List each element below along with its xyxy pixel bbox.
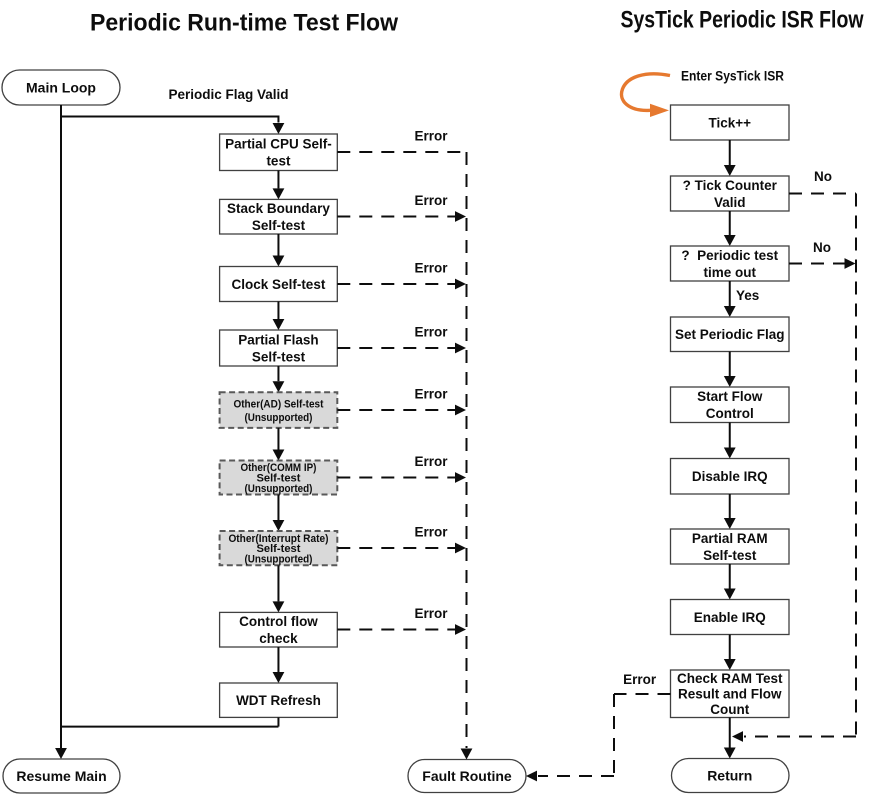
svg-text:Error: Error: [623, 672, 657, 687]
svg-text:No: No: [814, 169, 832, 184]
svg-text:Main Loop: Main Loop: [26, 80, 96, 96]
svg-text:test: test: [266, 154, 291, 169]
svg-text:Control flow: Control flow: [239, 614, 318, 629]
svg-text:Error: Error: [414, 193, 448, 208]
svg-text:? Periodic test: ? Periodic test: [681, 248, 778, 263]
svg-text:Error: Error: [414, 387, 448, 402]
svg-text:SysTick Periodic ISR Flow: SysTick Periodic ISR Flow: [621, 7, 864, 34]
svg-text:Count: Count: [710, 702, 749, 717]
svg-text:Yes: Yes: [736, 288, 759, 303]
svg-text:Self-test: Self-test: [256, 473, 300, 485]
svg-text:Start Flow: Start Flow: [697, 389, 763, 404]
svg-text:? Tick Counter: ? Tick Counter: [683, 178, 778, 193]
svg-text:Partial Flash: Partial Flash: [238, 333, 318, 348]
svg-text:Error: Error: [414, 129, 448, 144]
svg-text:Error: Error: [414, 454, 448, 469]
svg-text:Enable IRQ: Enable IRQ: [694, 610, 766, 625]
svg-text:Disable IRQ: Disable IRQ: [692, 469, 768, 484]
svg-text:Error: Error: [414, 525, 448, 540]
svg-text:Partial CPU Self-: Partial CPU Self-: [225, 137, 332, 152]
svg-text:Valid: Valid: [714, 195, 746, 210]
svg-text:Clock Self-test: Clock Self-test: [232, 277, 326, 292]
svg-text:Tick++: Tick++: [708, 115, 751, 130]
svg-text:Stack Boundary: Stack Boundary: [227, 201, 330, 216]
svg-text:Fault Routine: Fault Routine: [422, 768, 512, 784]
svg-text:Error: Error: [414, 606, 448, 621]
svg-text:WDT Refresh: WDT Refresh: [236, 693, 321, 708]
svg-text:(Unsupported): (Unsupported): [244, 483, 312, 495]
svg-text:Error: Error: [414, 325, 448, 340]
svg-text:No: No: [813, 240, 831, 255]
svg-text:Periodic Flag Valid: Periodic Flag Valid: [169, 87, 289, 102]
svg-text:(Unsupported): (Unsupported): [244, 554, 312, 566]
svg-text:Resume Main: Resume Main: [16, 768, 106, 784]
svg-text:Other(COMM IP): Other(COMM IP): [240, 462, 316, 474]
svg-text:Result and Flow: Result and Flow: [678, 687, 782, 702]
svg-text:Self-test: Self-test: [252, 349, 306, 364]
svg-text:check: check: [259, 631, 298, 646]
svg-text:Partial RAM: Partial RAM: [692, 531, 768, 546]
svg-text:Control: Control: [706, 406, 754, 421]
svg-text:Enter SysTick ISR: Enter SysTick ISR: [681, 68, 784, 83]
svg-text:Set Periodic Flag: Set Periodic Flag: [675, 327, 785, 342]
svg-text:Check RAM Test: Check RAM Test: [677, 671, 783, 686]
svg-text:Periodic Run-time Test Flow: Periodic Run-time Test Flow: [90, 10, 398, 37]
svg-text:Return: Return: [707, 768, 752, 784]
svg-text:Error: Error: [414, 261, 448, 276]
svg-text:Self-test: Self-test: [703, 548, 757, 563]
svg-text:Self-test: Self-test: [256, 543, 300, 555]
svg-text:time out: time out: [704, 265, 757, 280]
svg-text:(Unsupported): (Unsupported): [244, 412, 312, 424]
svg-text:Other(Interrupt Rate): Other(Interrupt Rate): [228, 533, 328, 545]
svg-text:Self-test: Self-test: [252, 218, 306, 233]
svg-text:Other(AD) Self-test: Other(AD) Self-test: [233, 398, 323, 410]
